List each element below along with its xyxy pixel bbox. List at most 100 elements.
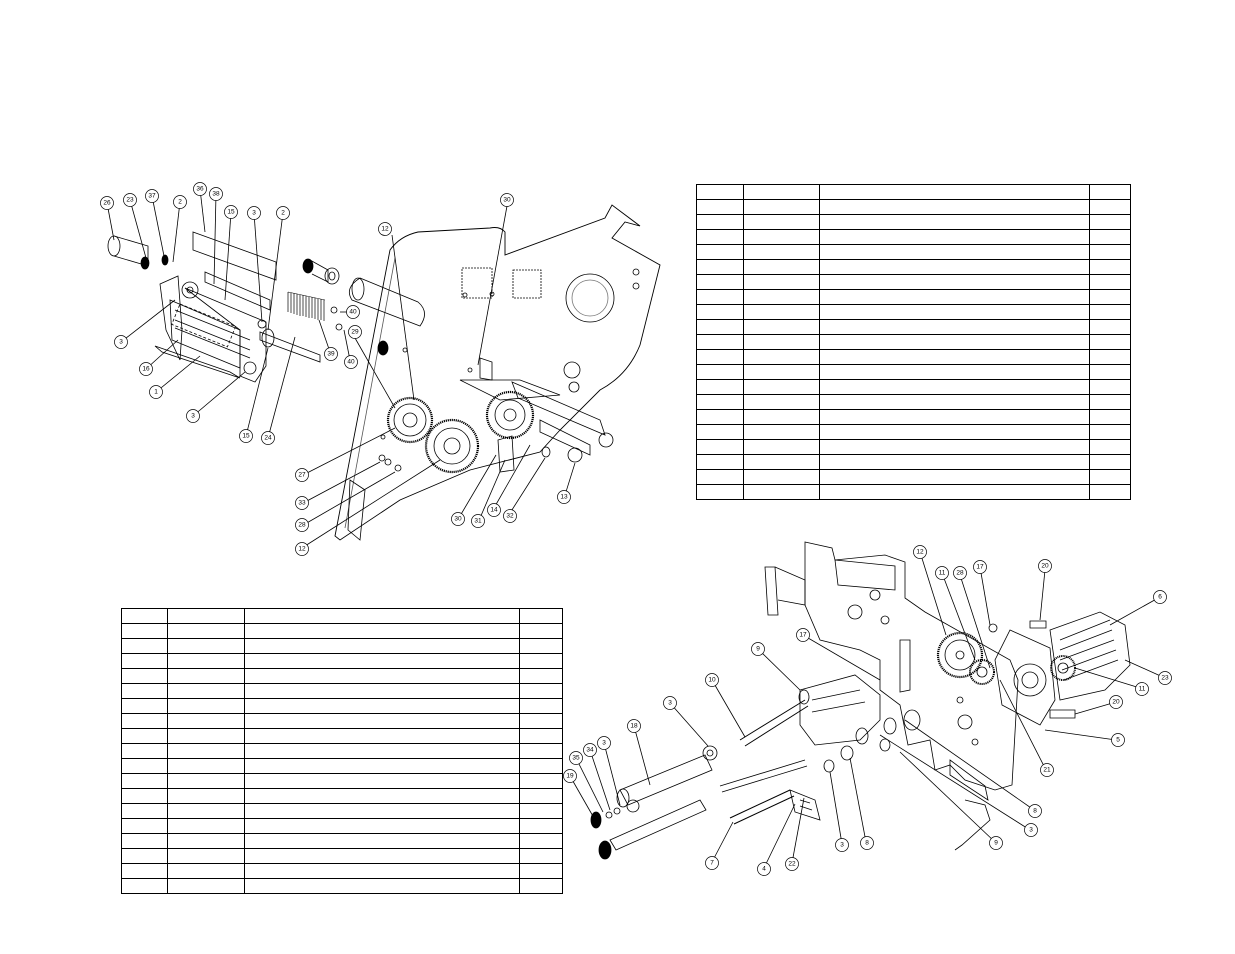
- callout-label: 9: [994, 840, 998, 847]
- callout-bubble: 30: [451, 512, 465, 526]
- table-row: [696, 304, 1131, 320]
- callout-bubble: 14: [487, 503, 501, 517]
- callout-bubble: 10: [705, 673, 719, 687]
- parts-table-top-right: [696, 184, 1131, 500]
- callout-label: 3: [602, 740, 606, 747]
- callout-bubble: 12: [295, 542, 309, 556]
- callout-bubble: 18: [627, 719, 641, 733]
- callout-label: 40: [347, 359, 355, 366]
- callout-bubble: 8: [860, 836, 874, 850]
- callout-label: 13: [560, 494, 568, 501]
- callout-label: 27: [298, 472, 306, 479]
- callout-bubble: 39: [324, 347, 338, 361]
- callout-bubble: 9: [751, 642, 765, 656]
- callout-bubble: 13: [557, 490, 571, 504]
- table-row: [121, 638, 563, 654]
- callouts-top-left: 26 23 37 2 36 38 15 3 2 3 16 1 3 15 24 4…: [100, 182, 571, 556]
- callout-label: 11: [1139, 686, 1146, 693]
- table-row: [696, 379, 1131, 395]
- callout-bubble: 40: [344, 355, 358, 369]
- callout-bubble: 8: [1028, 804, 1042, 818]
- callout-label: 26: [103, 200, 111, 207]
- callout-label: 32: [506, 513, 514, 520]
- table-row: [696, 349, 1131, 365]
- callout-bubble: 31: [471, 514, 485, 528]
- callout-label: 18: [630, 723, 638, 730]
- table-row: [696, 364, 1131, 380]
- callout-bubble: 2: [173, 195, 187, 209]
- callout-bubble: 24: [261, 431, 275, 445]
- table-row: [121, 608, 563, 624]
- callout-label: 22: [788, 861, 796, 868]
- table-row: [121, 788, 563, 804]
- callout-label: 15: [242, 433, 250, 440]
- gear-11-right: [969, 659, 995, 685]
- side-plate-outline: [334, 204, 661, 541]
- table-row: [121, 758, 563, 774]
- callout-bubble: 19: [563, 769, 577, 783]
- callout-label: 2: [178, 199, 182, 206]
- callout-label: 4: [762, 866, 766, 873]
- callout-bubble: 28: [953, 566, 967, 580]
- callout-label: 39: [327, 351, 335, 358]
- callout-bubble: 17: [796, 628, 810, 642]
- callout-label: 14: [490, 507, 498, 514]
- table-row: [696, 409, 1131, 425]
- callout-label: 23: [1161, 675, 1169, 682]
- table-row: [121, 803, 563, 819]
- table-row: [696, 199, 1131, 215]
- callout-bubble: 7: [705, 856, 719, 870]
- table-row: [696, 454, 1131, 470]
- table-row: [696, 319, 1131, 335]
- callout-label: 9: [756, 646, 760, 653]
- callout-bubble: 5: [1111, 733, 1125, 747]
- table-row: [696, 229, 1131, 245]
- callout-bubble: 23: [1158, 671, 1172, 685]
- callout-bubble: 36: [193, 182, 207, 196]
- callout-label: 8: [865, 840, 869, 847]
- callout-bubble: 3: [597, 736, 611, 750]
- callout-label: 29: [351, 329, 359, 336]
- callout-label: 10: [708, 677, 716, 684]
- table-row: [696, 259, 1131, 275]
- callout-label: 3: [840, 842, 844, 849]
- callout-bubble: 37: [145, 189, 159, 203]
- callout-label: 17: [976, 564, 984, 571]
- table-row: [121, 743, 563, 759]
- callout-bubble: 22: [785, 857, 799, 871]
- callout-bubble: 15: [224, 205, 238, 219]
- callout-bubble: 27: [295, 468, 309, 482]
- table-row: [121, 878, 563, 894]
- callout-bubble: 17: [973, 560, 987, 574]
- callout-bubble: 9: [989, 836, 1003, 850]
- table-row: [121, 668, 563, 684]
- gear-center: [424, 418, 480, 474]
- callout-bubble: 3: [663, 696, 677, 710]
- callout-label: 5: [1116, 737, 1120, 744]
- callout-bubble: 11: [935, 566, 949, 580]
- callout-label: 3: [1029, 827, 1033, 834]
- callout-label: 33: [298, 500, 306, 507]
- callout-label: 12: [298, 546, 306, 553]
- callout-label: 31: [474, 518, 482, 525]
- callout-label: 1: [154, 389, 158, 396]
- table-row: [696, 184, 1131, 200]
- callout-bubble: 28: [295, 518, 309, 532]
- callout-label: 28: [956, 570, 964, 577]
- table-row: [121, 653, 563, 669]
- table-row: [121, 683, 563, 699]
- table-row: [121, 728, 563, 744]
- callout-bubble: 1: [149, 385, 163, 399]
- callout-label: 17: [799, 632, 807, 639]
- callout-label: 28: [298, 522, 306, 529]
- table-row: [121, 713, 563, 729]
- callout-bubble: 40: [346, 305, 360, 319]
- callout-bubble: 3: [835, 838, 849, 852]
- callout-label: 30: [503, 197, 511, 204]
- callout-bubble: 29: [348, 325, 362, 339]
- callout-label: 35: [572, 755, 580, 762]
- table-row: [696, 394, 1131, 410]
- table-row: [696, 289, 1131, 305]
- gear-12-left: [386, 396, 434, 444]
